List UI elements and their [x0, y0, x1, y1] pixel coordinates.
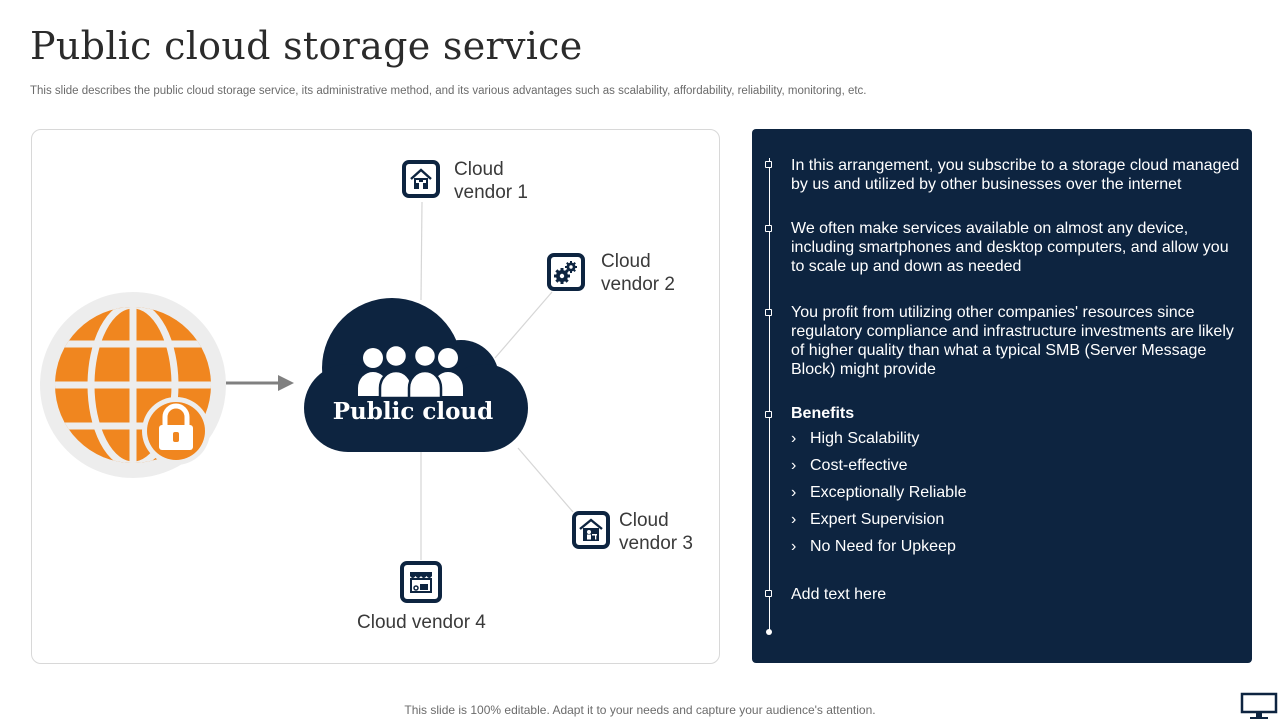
house-icon — [402, 160, 440, 198]
info-paragraph-2: We often make services available on almo… — [791, 220, 1229, 275]
chevron-right-icon: › — [791, 430, 797, 447]
public-cloud-shape — [304, 298, 528, 452]
page-title: Public cloud storage service — [30, 24, 583, 68]
info-panel — [752, 129, 1252, 663]
chevron-right-icon: › — [791, 538, 797, 555]
benefit-item: ›Exceptionally Reliable — [791, 484, 967, 501]
storefront-icon — [400, 561, 442, 603]
flow-arrow — [226, 375, 294, 391]
page-subtitle: This slide describes the public cloud st… — [30, 85, 867, 97]
home-office-icon — [572, 511, 610, 549]
vendor-2-label: Cloud vendor 2 — [601, 251, 675, 295]
chevron-right-icon: › — [791, 457, 797, 474]
globe-lock-icon — [40, 292, 226, 478]
benefit-item: ›Expert Supervision — [791, 511, 945, 528]
benefit-item: ›Cost-effective — [791, 457, 908, 474]
people-group-icon — [358, 343, 463, 400]
vendor-3-label: Cloud vendor 3 — [619, 510, 693, 554]
benefits-heading: Benefits — [791, 405, 855, 422]
timeline-rail — [769, 158, 770, 634]
benefit-item: ›No Need for Upkeep — [791, 538, 956, 555]
vendor-4-label: Cloud vendor 4 — [357, 612, 486, 633]
chevron-right-icon: › — [791, 511, 797, 528]
benefit-item: ›High Scalability — [791, 430, 920, 447]
timeline-end-dot — [766, 629, 772, 635]
add-text-placeholder[interactable]: Add text here — [791, 586, 887, 603]
footer-note: This slide is 100% editable. Adapt it to… — [404, 703, 876, 717]
timeline-marker — [765, 309, 772, 316]
vendor-1-label: Cloud vendor 1 — [454, 159, 528, 203]
timeline-marker — [765, 225, 772, 232]
timeline-marker — [765, 161, 772, 168]
info-paragraph-3: You profit from utilizing other companie… — [791, 304, 1234, 378]
chevron-right-icon: › — [791, 484, 797, 501]
timeline-marker — [765, 411, 772, 418]
public-cloud-label: Public cloud — [332, 398, 494, 425]
info-paragraph-1: In this arrangement, you subscribe to a … — [791, 157, 1240, 193]
gears-icon — [547, 253, 585, 291]
timeline-marker — [765, 590, 772, 597]
monitor-icon — [1240, 692, 1278, 719]
